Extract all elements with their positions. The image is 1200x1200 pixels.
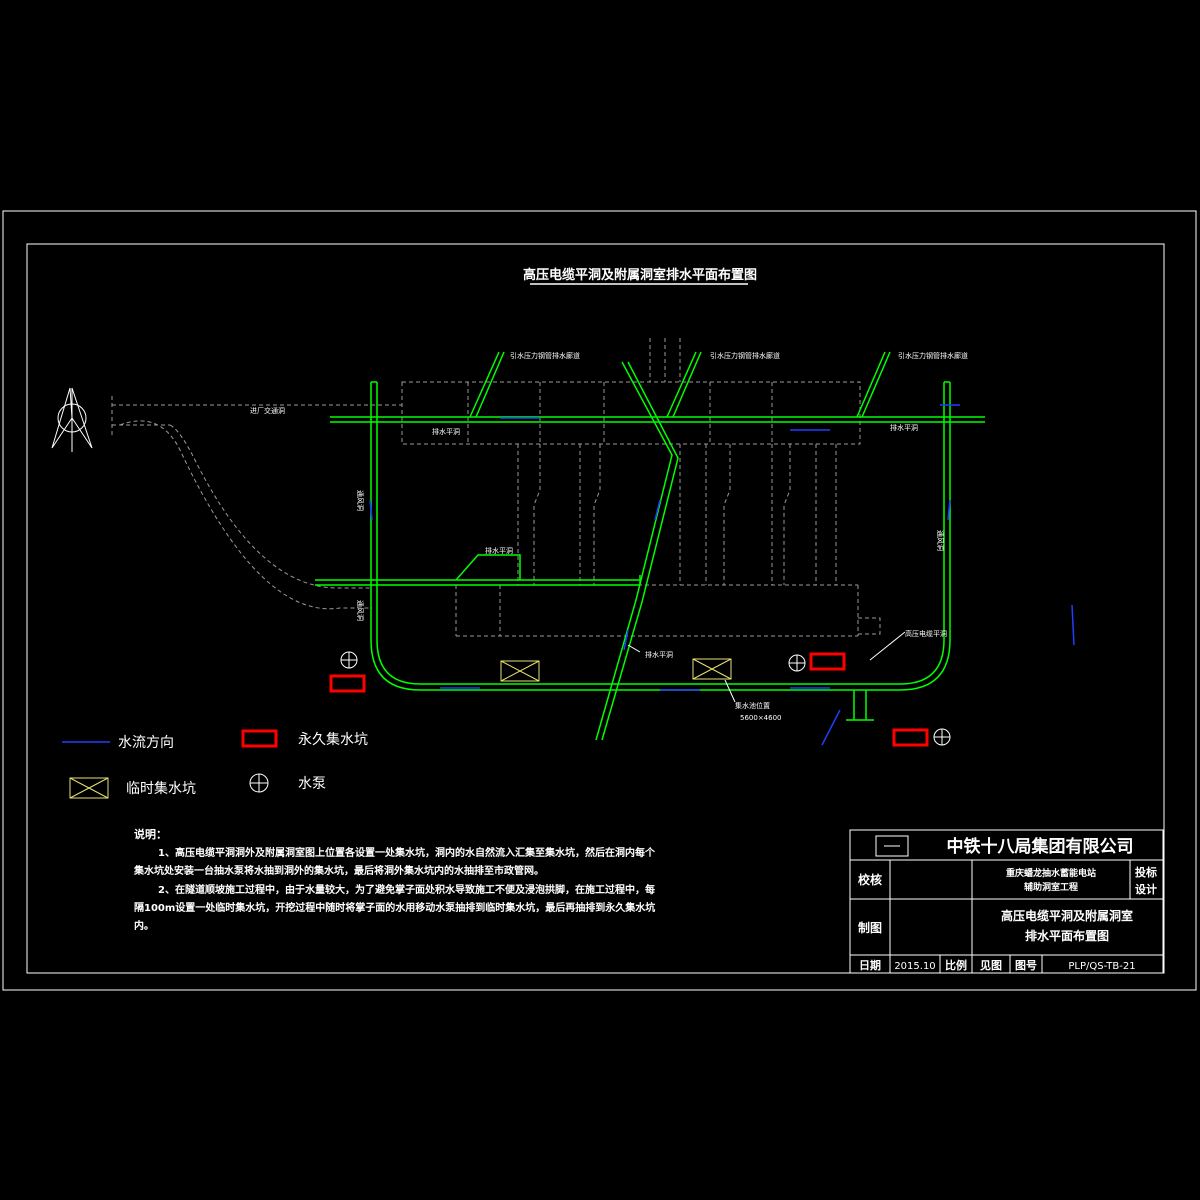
- drawing-no-value: PLP/QS-TB-21: [1068, 961, 1135, 972]
- notes-line-5: 内。: [134, 919, 154, 932]
- drawing-name-line-2: 排水平面布置图: [1025, 928, 1109, 943]
- cavern-outlines: [401, 338, 881, 637]
- drainage-tunnels: [315, 351, 985, 741]
- legend-permanent-sump-swatch: [241, 729, 278, 748]
- company-name: 中铁十八局集团有限公司: [947, 836, 1134, 857]
- permanent-sump-1: [329, 674, 366, 693]
- temporary-sump-1: [500, 660, 540, 682]
- side-label-right: 通风洞: [936, 530, 945, 551]
- inner-frame: [26, 243, 1165, 974]
- project-line-1: 重庆蟠龙抽水蓄能电站: [1006, 867, 1096, 879]
- drawing-no-label: 图号: [1015, 959, 1037, 972]
- legend-temporary-sump-swatch: [69, 777, 109, 799]
- scale-value: 见图: [980, 959, 1002, 972]
- sump-dim-label: 5600×4600: [740, 714, 782, 722]
- check-label: 校核: [858, 872, 882, 887]
- drain-tunnel-label-top-left: 排水平洞: [432, 427, 460, 436]
- drain-tunnel-label-mid-left: 排水平洞: [485, 546, 513, 555]
- sump-note-label: 集水池位置: [735, 701, 770, 710]
- access-tunnel: [111, 396, 402, 610]
- notes-line-1: 1、高压电缆平洞洞外及附属洞室图上位置各设置一处集水坑，洞内的水自然流入汇集至集…: [158, 846, 656, 859]
- title-block: [849, 829, 1164, 974]
- permanent-sump-2: [809, 652, 846, 671]
- side-label-left-b: 通风洞: [356, 600, 365, 621]
- pipe-gallery-label-mid: 引水压力钢管排水廊道: [710, 351, 780, 360]
- side-label-left-a: 通风洞: [356, 490, 365, 511]
- date-value: 2015.10: [894, 961, 935, 972]
- stage-line-2: 设计: [1135, 882, 1157, 896]
- notes-line-3: 2、在隧道顺坡施工过程中，由于水量较大，为了避免掌子面处积水导致施工不便及浸泡拱…: [158, 883, 655, 896]
- notes-heading: 说明：: [134, 827, 167, 841]
- drawing-title: 高压电缆平洞及附属洞室排水平面布置图: [523, 267, 757, 283]
- permanent-sump-3: [892, 728, 929, 747]
- legend-temporary-sump: 临时集水坑: [126, 780, 196, 797]
- flow-arrows: [62, 404, 1075, 746]
- legend-permanent-sump: 永久集水坑: [298, 731, 368, 748]
- pump-icon: [788, 654, 806, 672]
- pipe-gallery-label-left: 引水压力钢管排水廊道: [510, 351, 580, 360]
- access-tunnel-label: 进厂交通洞: [250, 406, 285, 415]
- pump-icon: [340, 651, 358, 669]
- legend-flow-direction: 水流方向: [118, 735, 174, 751]
- scale-label: 比例: [945, 958, 967, 972]
- legend-pump: 水泵: [298, 776, 326, 792]
- compass-north-icon: [51, 387, 93, 452]
- notes-line-4: 隔100m设置一处临时集水坑，开挖过程中随时将掌子面的水用移动水泵抽排到临时集水…: [134, 901, 655, 914]
- project-line-2: 辅助洞室工程: [1024, 881, 1078, 893]
- draw-label: 制图: [858, 920, 882, 935]
- drain-tunnel-label-top-right: 排水平洞: [890, 423, 918, 432]
- temporary-sump-2: [692, 658, 732, 680]
- pump-icon: [933, 728, 951, 746]
- cable-tunnel-label: 高压电缆平洞: [905, 629, 947, 638]
- stage-line-1: 投标: [1135, 865, 1157, 879]
- date-label: 日期: [859, 958, 881, 972]
- drain-tunnel-label-bottom: 排水平洞: [645, 650, 673, 659]
- outer-frame: [2, 210, 1197, 991]
- pipe-gallery-label-right: 引水压力钢管排水廊道: [898, 351, 968, 360]
- drawing-name-line-1: 高压电缆平洞及附属洞室: [1001, 908, 1133, 923]
- legend-pump-swatch: [249, 773, 269, 793]
- notes-line-2: 集水坑处安装一台抽水泵将水抽到洞外的集水坑，最后将洞外集水坑内的水抽排至市政管网…: [133, 864, 544, 877]
